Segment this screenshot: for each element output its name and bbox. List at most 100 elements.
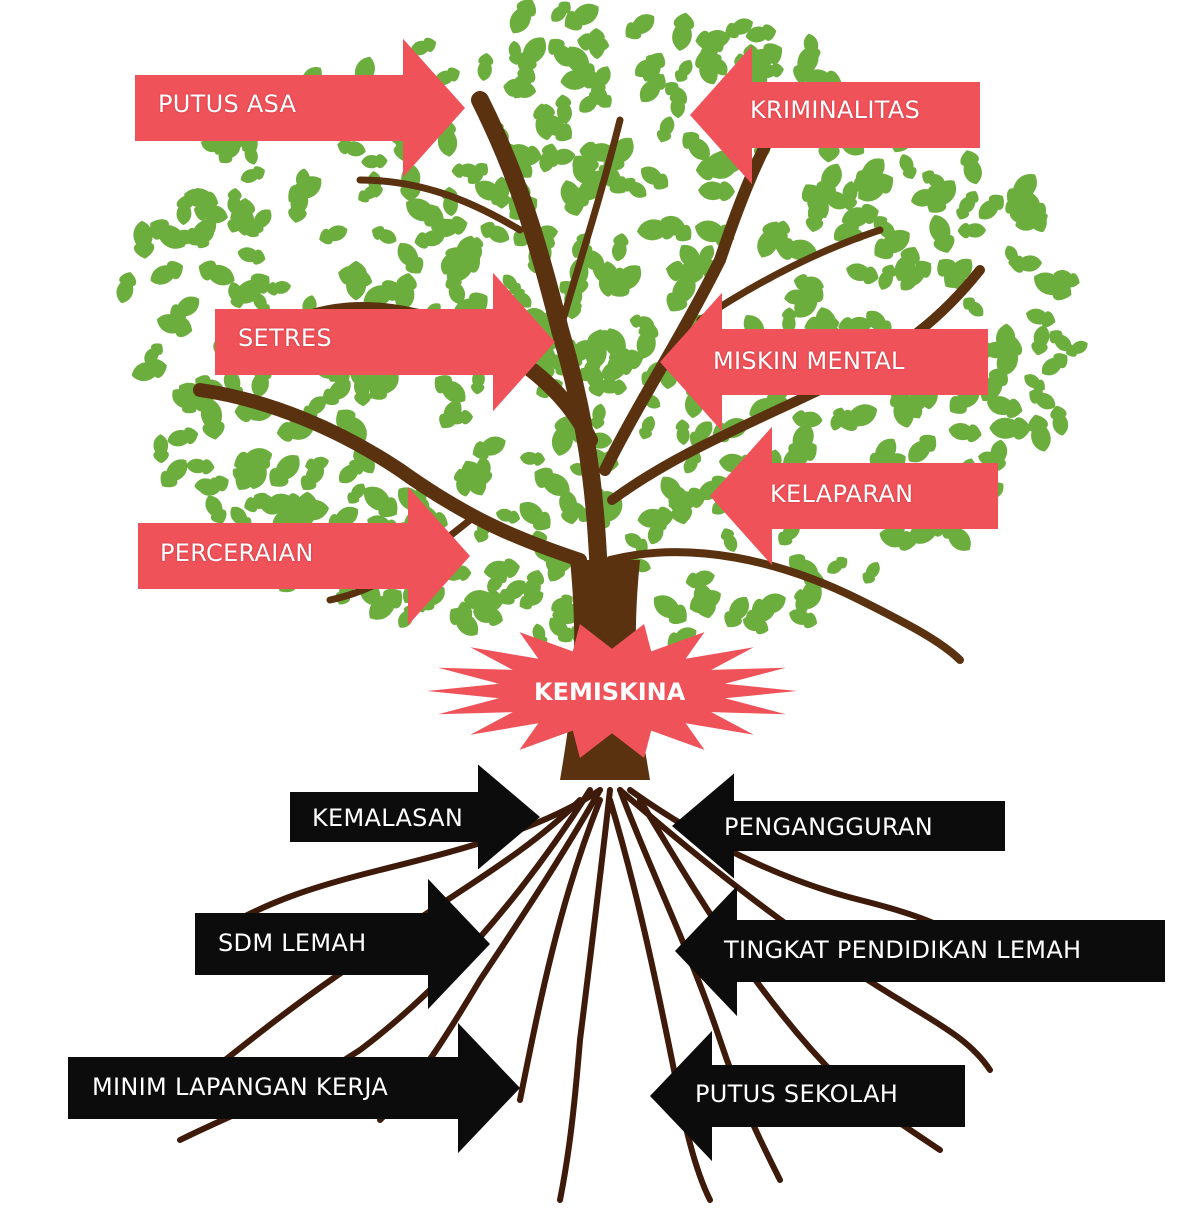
leaf <box>186 458 215 475</box>
leaf <box>549 617 573 643</box>
leaf <box>854 165 877 192</box>
leaf <box>838 404 878 432</box>
leaf <box>240 166 265 183</box>
leaf <box>509 0 537 34</box>
effect-label-kriminalitas: KRIMINALITAS <box>750 96 921 124</box>
leaf <box>503 79 537 98</box>
leaf <box>176 195 193 226</box>
leaf <box>167 427 199 447</box>
leaf <box>269 455 300 487</box>
leaf <box>440 247 461 275</box>
leaf <box>363 280 401 308</box>
arrow-putus-sekolah <box>650 1030 965 1162</box>
leaf <box>986 396 1023 418</box>
leaf <box>394 273 417 311</box>
effect-label-kelaparan: KELAPARAN <box>770 480 914 508</box>
leaf <box>801 184 829 218</box>
leaf <box>922 170 946 189</box>
leaf <box>172 389 197 414</box>
leaf <box>519 451 546 466</box>
cause-label-tingkat-pendidikan-lemah: TINGKAT PENDIDIKAN LEMAH <box>724 936 1082 964</box>
arrow-tingkat-pendidikan-lemah <box>675 885 1165 1017</box>
leaf <box>948 423 982 443</box>
leaf <box>300 463 325 491</box>
leaf <box>606 273 628 291</box>
leaf <box>675 419 690 446</box>
leaf <box>477 52 494 81</box>
leaf <box>337 138 366 157</box>
branch <box>599 94 796 476</box>
leaf <box>560 67 600 90</box>
leaf <box>1028 414 1051 452</box>
leaf <box>745 24 777 43</box>
arrow-minim-lapangan-kerja <box>68 1022 520 1154</box>
leaf <box>1050 405 1069 436</box>
leaf <box>926 180 957 213</box>
leaf <box>994 323 1016 362</box>
leaf <box>205 495 227 524</box>
leaf <box>358 185 380 203</box>
leaf <box>474 180 508 206</box>
leaf <box>266 281 292 296</box>
leaf <box>879 527 916 551</box>
leaf <box>586 364 606 397</box>
leaf <box>131 358 167 382</box>
leaf <box>519 501 551 531</box>
leaf <box>446 409 474 425</box>
leaf <box>463 589 505 612</box>
leaf <box>457 601 475 630</box>
leaf <box>369 588 403 620</box>
leaf <box>508 40 522 65</box>
leaf <box>625 14 655 40</box>
leaf <box>244 493 272 513</box>
leaf <box>782 307 797 335</box>
leaf <box>1041 353 1068 376</box>
leaf <box>639 416 655 440</box>
center-label: KEMISKINA <box>534 678 686 706</box>
leaf <box>1029 388 1056 410</box>
leaf <box>470 369 485 395</box>
leaf <box>588 330 610 351</box>
leaf <box>636 321 659 359</box>
leaf <box>150 219 186 249</box>
leaf <box>666 275 696 312</box>
leaf <box>944 258 973 288</box>
arrow-perceraian <box>138 486 470 626</box>
leaf <box>472 436 506 460</box>
leaf <box>693 582 716 619</box>
leaf <box>794 589 809 615</box>
leaf <box>695 52 718 85</box>
leaf <box>1025 308 1056 328</box>
kemiskinan-burst <box>427 624 797 758</box>
effect-label-setres: SETRES <box>238 324 332 352</box>
leaf <box>1053 270 1080 288</box>
leaf <box>434 67 460 86</box>
leaf <box>675 60 693 82</box>
leaf <box>793 274 824 293</box>
branch <box>356 176 524 234</box>
branch <box>193 383 587 567</box>
leaf <box>133 220 155 259</box>
leaf <box>534 467 570 496</box>
leaf <box>1031 325 1050 356</box>
leaf <box>685 570 715 589</box>
leaf <box>567 502 592 522</box>
leaf <box>551 594 573 613</box>
leaf <box>963 297 984 317</box>
leaf <box>487 570 507 592</box>
leaf <box>960 150 982 185</box>
leaf <box>467 163 488 184</box>
arrow-kemalasan <box>290 764 540 870</box>
effect-label-miskin-mental: MISKIN MENTAL <box>713 347 905 375</box>
leaf <box>869 438 897 470</box>
leaf <box>410 37 437 56</box>
effect-label-perceraian: PERCERAIAN <box>160 539 314 567</box>
leaf <box>698 181 735 202</box>
leaf <box>581 141 600 174</box>
leaf <box>902 260 932 287</box>
leaf <box>792 410 823 428</box>
leaf <box>434 375 466 403</box>
leaf <box>198 260 235 286</box>
effect-label-putus-asa: PUTUS ASA <box>158 90 297 118</box>
